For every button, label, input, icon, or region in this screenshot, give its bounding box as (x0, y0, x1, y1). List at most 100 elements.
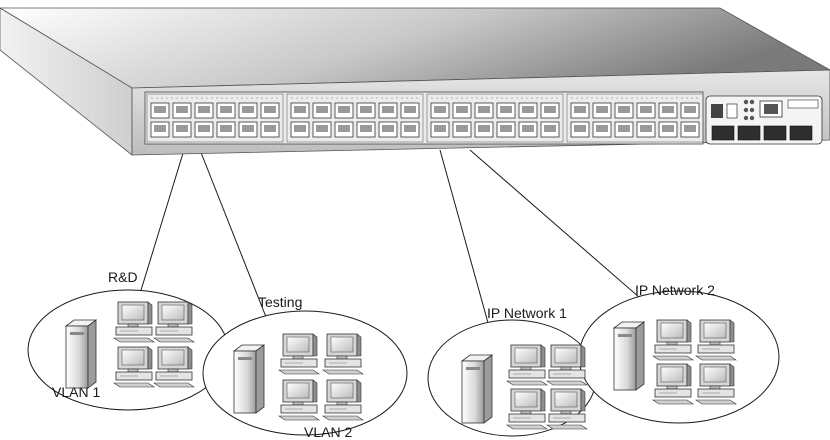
rj45-port-contacts (522, 125, 534, 132)
monitor-side (686, 363, 692, 387)
server-tower-icon (232, 344, 266, 414)
keyboard (695, 355, 737, 361)
sfp-slot-icon (763, 125, 787, 141)
monitor-screen (286, 336, 310, 353)
rj45-port-contacts (522, 106, 534, 113)
monitor-screen (660, 366, 684, 383)
rj45-port-contacts (294, 106, 306, 113)
keyboard (652, 355, 694, 361)
monitor-side (187, 346, 193, 370)
monitor-side (147, 301, 153, 325)
rj45-port-contacts (220, 125, 232, 132)
status-led-icon (749, 115, 755, 121)
server-tower-icon (460, 354, 494, 424)
keyboard (322, 415, 364, 421)
rj45-port-contacts (456, 106, 468, 113)
rj45-port-contacts (198, 106, 210, 113)
rj45-port-contacts (382, 106, 394, 113)
devices-layer (64, 301, 737, 430)
keyboard (278, 369, 320, 375)
monitor-screen (121, 304, 145, 321)
rj45-port-contacts (574, 125, 586, 132)
rj45-port-contacts (316, 106, 328, 113)
port-group-frame (146, 93, 284, 143)
monitor-stand (336, 355, 348, 360)
rj45-port-contacts (574, 106, 586, 113)
monitor-stand (560, 410, 572, 415)
usb-port-icon (726, 103, 738, 119)
rj45-port-contacts (176, 106, 188, 113)
monitor-screen (660, 322, 684, 339)
port-group-frame (566, 93, 704, 143)
ip-network-2-devices (612, 319, 737, 405)
monitor-side (729, 363, 735, 387)
keyboard (695, 399, 737, 405)
monitor-screen (554, 347, 578, 364)
server-drive-bay (466, 367, 480, 370)
server-front (461, 360, 485, 424)
desktop-computer-icon (506, 388, 548, 430)
monitor-screen (161, 304, 185, 321)
rj45-port-contacts (242, 106, 254, 113)
server-front (233, 350, 257, 414)
network-switch-48-port-icon (0, 7, 830, 156)
rj45-port-contacts (434, 125, 446, 132)
rj45-port-contacts (382, 125, 394, 132)
desktop-computer-icon (322, 379, 364, 421)
dip-switch-icon (787, 99, 819, 109)
rj45-port-contacts (478, 106, 490, 113)
keyboard (113, 382, 155, 388)
sfp-slot-icon (737, 125, 761, 141)
desktop-computer-icon (322, 333, 364, 375)
keyboard (153, 337, 195, 343)
server-tower-icon (64, 319, 98, 389)
rj45-port-contacts (478, 125, 490, 132)
rj45-port-contacts (500, 125, 512, 132)
rj45-port-contacts (198, 125, 210, 132)
monitor-screen (330, 382, 354, 399)
monitor-screen (161, 349, 185, 366)
rj45-port-contacts (294, 125, 306, 132)
port-group-frame (426, 93, 564, 143)
link-ip-network-2 (469, 149, 641, 299)
keyboard (652, 399, 694, 405)
keyboard (506, 380, 548, 386)
rj45-port-contacts (596, 125, 608, 132)
ip-network-1-group-label: IP Network 1 (487, 305, 567, 321)
sfp-slot-array (711, 125, 813, 141)
status-led-icon (749, 99, 755, 105)
monitor-stand (709, 341, 721, 346)
monitor-side (312, 379, 318, 403)
ip-network-2-group-label: IP Network 2 (635, 282, 715, 298)
rj45-port-contacts (360, 106, 372, 113)
server-side (635, 321, 645, 391)
monitor-screen (554, 391, 578, 408)
rj45-port-contacts (264, 125, 276, 132)
server-tower-icon (612, 321, 646, 391)
rj45-port-contacts (264, 106, 276, 113)
monitor-stand (127, 368, 139, 373)
sfp-slot-icon (711, 125, 735, 141)
port-group-frame (286, 93, 424, 143)
rj45-port-contacts (154, 106, 166, 113)
rj45-port-contacts (544, 125, 556, 132)
monitor-stand (127, 323, 139, 328)
rj45-port-contacts (640, 106, 652, 113)
monitor-side (147, 346, 153, 370)
ip-network-1-devices (460, 344, 588, 430)
monitor-stand (709, 385, 721, 390)
desktop-computer-icon (695, 319, 737, 361)
rj45-port-contacts (684, 106, 696, 113)
rj45-port-contacts (154, 125, 166, 132)
desktop-computer-icon (278, 379, 320, 421)
rj45-port-contacts (176, 125, 188, 132)
monitor-screen (286, 382, 310, 399)
monitor-side (540, 344, 546, 368)
desktop-computer-icon (695, 363, 737, 405)
rj45-port-contacts (338, 106, 350, 113)
keyboard (153, 382, 195, 388)
connection-lines (137, 149, 641, 331)
rj45-port-contacts (544, 106, 556, 113)
desktop-computer-icon (113, 301, 155, 343)
server-drive-bay (70, 332, 84, 335)
